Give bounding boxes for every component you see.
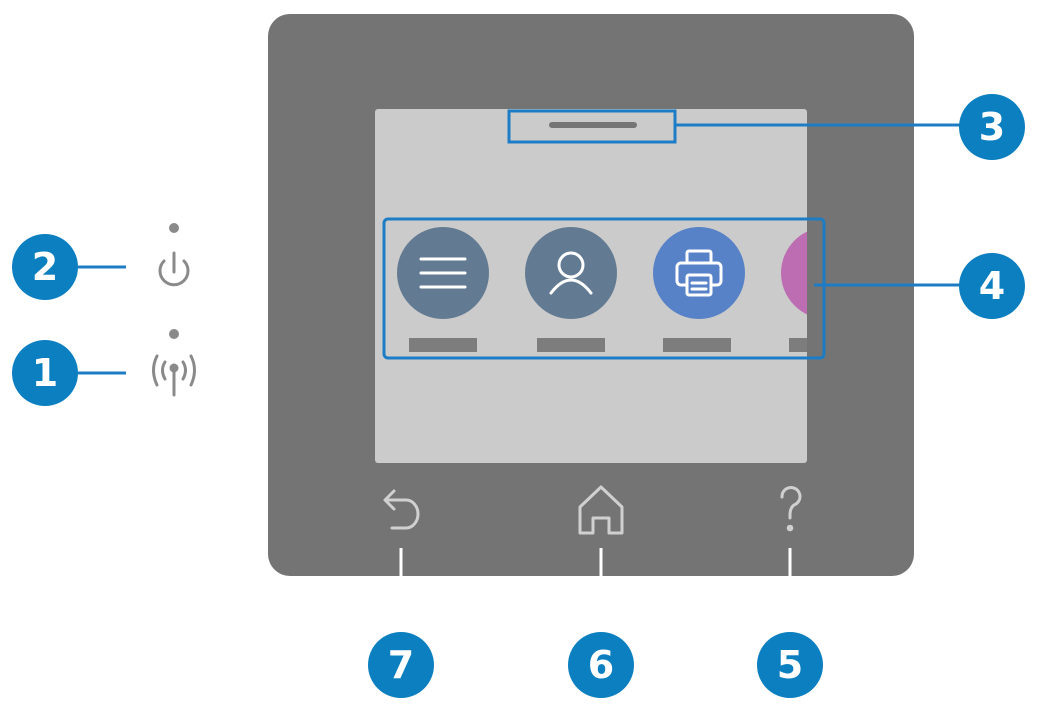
dashboard-tab[interactable] — [549, 122, 637, 128]
printer-app-icon[interactable] — [653, 227, 745, 319]
app-label — [663, 338, 731, 352]
callout-1: 1 — [12, 340, 78, 406]
wireless-led — [169, 329, 179, 339]
wireless-icon[interactable] — [152, 354, 196, 397]
home-icon[interactable] — [578, 485, 624, 535]
power-led — [169, 223, 179, 233]
app-label — [537, 338, 605, 352]
callout-5: 5 — [757, 632, 823, 698]
help-icon[interactable] — [780, 486, 802, 532]
dashboard-tab-highlight — [507, 109, 677, 144]
back-icon[interactable] — [383, 489, 420, 530]
callout-4: 4 — [959, 253, 1025, 319]
person-app-icon[interactable] — [525, 227, 617, 319]
callout-7: 7 — [368, 632, 434, 698]
callout-6: 6 — [568, 632, 634, 698]
callout-3: 3 — [959, 94, 1025, 160]
touchscreen[interactable] — [375, 109, 807, 463]
printer-icon — [675, 249, 723, 297]
app-label — [409, 338, 477, 352]
app-label — [789, 338, 807, 352]
callout-2: 2 — [12, 234, 78, 300]
person-icon — [549, 251, 593, 295]
power-icon[interactable] — [158, 251, 190, 287]
menu-icon — [419, 257, 467, 289]
menu-app-icon[interactable] — [397, 227, 489, 319]
apps-highlight — [382, 217, 826, 360]
